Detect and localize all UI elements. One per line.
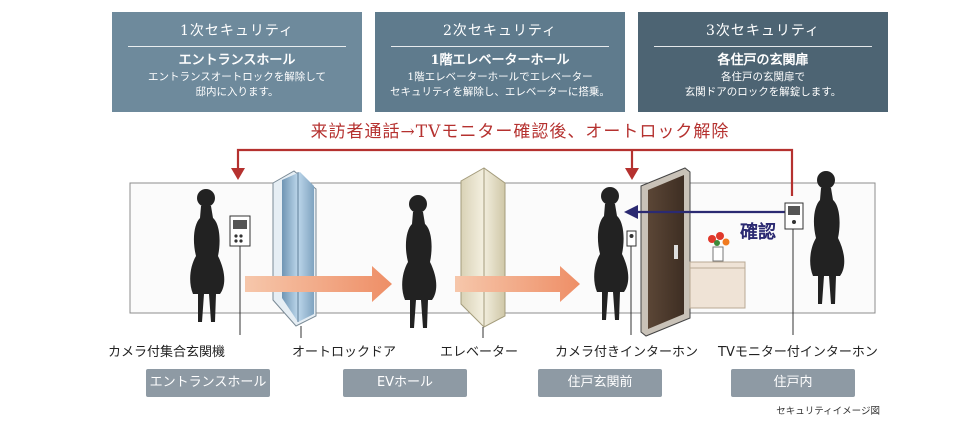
security-level-desc-line: 玄関ドアのロックを解錠します。 [684,86,842,98]
divider [128,46,346,47]
security-level-subtitle: 1階エレベーターホール [430,53,570,68]
tv-monitor-intercom-label: TVモニター付インターホン [718,345,878,360]
security-level-1-box: 1次セキュリティ エントランスホール エントランスオートロックを解除して 邸内に… [112,12,362,112]
flower-vase-icon [708,232,730,262]
security-level-desc-line: エントランスオートロックを解除して [148,71,326,83]
security-level-desc-line: 邸内に入ります。 [195,86,279,98]
security-level-title: 2次セキュリティ [442,23,558,39]
elevator-label: エレベーター [440,345,519,360]
flow-label: 来訪者通話→TVモニター確認後、オートロック解除 [310,122,730,142]
progress-arrow-1 [245,266,392,302]
figure-caption: セキュリティイメージ図 [776,406,880,417]
flow-arrowhead-left [231,168,245,180]
security-level-desc-line: 各住戸の玄関扉で [721,71,805,83]
zone-pill-ev-hall: EVホール [343,369,467,397]
security-level-subtitle: 各住戸の玄関扉 [717,53,809,68]
elevator-icon [460,167,506,328]
security-level-2-box: 2次セキュリティ 1階エレベーターホール 1階エレベーターホールでエレベーター … [375,12,625,112]
flow-arrows [236,148,794,196]
zone-pill-entrance-hall: エントランスホール [146,369,270,397]
security-level-3-box: 3次セキュリティ 各住戸の玄関扉 各住戸の玄関扉で 玄関ドアのロックを解錠します… [638,12,888,112]
security-level-title: 1次セキュリティ [179,23,295,39]
confirm-label: 確認 [740,222,776,243]
door-intercom-icon [626,230,637,335]
door-intercom-label: カメラ付きインターホン [555,345,699,360]
progress-arrow-2 [455,266,580,302]
security-level-desc-line: 1階エレベーターホールでエレベーター [407,71,593,83]
security-level-title: 3次セキュリティ [705,23,821,39]
flow-arrowhead-middle [625,168,639,180]
divider [391,46,609,47]
entrance-intercom-icon [229,215,251,335]
tv-monitor-intercom-icon [784,202,804,335]
interior-counter [689,261,746,309]
auto-lock-door-label: オートロックドア [292,345,397,360]
auto-lock-door-icon [272,170,317,327]
zone-pill-door-front: 住戸玄関前 [538,369,662,397]
entrance-intercom-label: カメラ付集合玄関機 [108,345,226,360]
zone-pill-residence: 住戸内 [731,369,855,397]
front-door-icon [640,167,691,337]
security-level-desc-line: セキュリティを解除し、エレベーターに搭乗。 [390,86,610,98]
confirm-arrow [624,205,790,219]
security-level-subtitle: エントランスホール [178,53,296,68]
divider [654,46,872,47]
label-leader-lines [300,326,484,338]
